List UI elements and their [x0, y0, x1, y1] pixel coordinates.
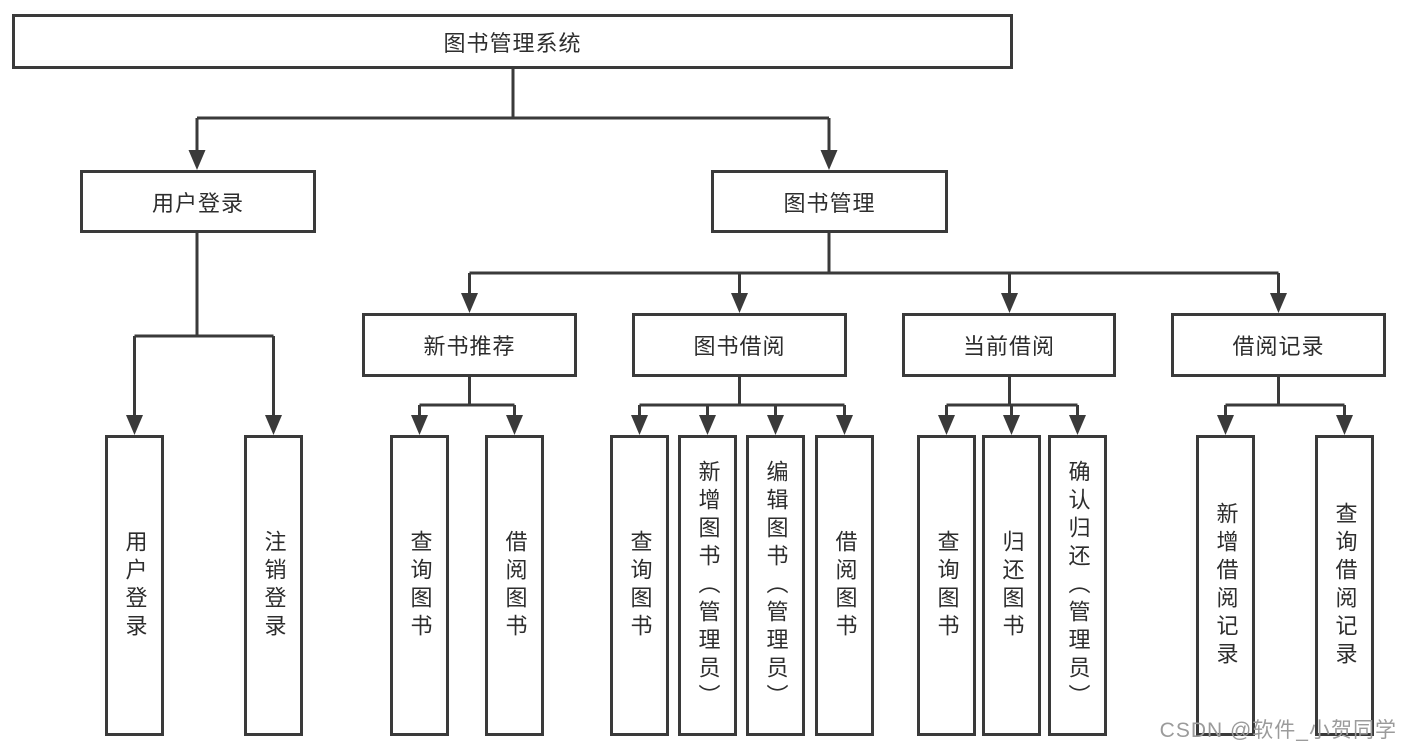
csdn-watermark: CSDN @软件_小贺同学: [1159, 719, 1397, 742]
leaf-query-books-current: 查询图书: [917, 435, 976, 736]
leaf-add-borrow-record: 新增借阅记录: [1196, 435, 1255, 736]
leaf-add-books-admin: 新增图书（管理员）: [678, 435, 737, 736]
leaf-return-books: 归还图书: [982, 435, 1041, 736]
leaf-user-login: 用户登录: [105, 435, 164, 736]
node-new-book-recommend: 新书推荐: [362, 313, 577, 377]
edge-strokes: [133, 68, 1346, 417]
leaf-confirm-return-admin: 确认归还（管理员）: [1048, 435, 1107, 736]
node-system-root: 图书管理系统: [12, 14, 1013, 69]
leaf-logout: 注销登录: [244, 435, 303, 736]
node-book-borrowing: 图书借阅: [632, 313, 847, 377]
leaf-query-borrow-record: 查询借阅记录: [1315, 435, 1374, 736]
leaf-borrow-books: 借阅图书: [815, 435, 874, 736]
node-current-borrowing: 当前借阅: [902, 313, 1116, 377]
node-book-management: 图书管理: [711, 170, 948, 233]
leaf-query-books-borrow: 查询图书: [610, 435, 669, 736]
node-user-login: 用户登录: [80, 170, 316, 233]
leaf-edit-books-admin: 编辑图书（管理员）: [746, 435, 805, 736]
node-borrow-records: 借阅记录: [1171, 313, 1386, 377]
arrowheads: [126, 150, 1353, 435]
leaf-borrow-books-recommend: 借阅图书: [485, 435, 544, 736]
leaf-query-books-recommend: 查询图书: [390, 435, 449, 736]
